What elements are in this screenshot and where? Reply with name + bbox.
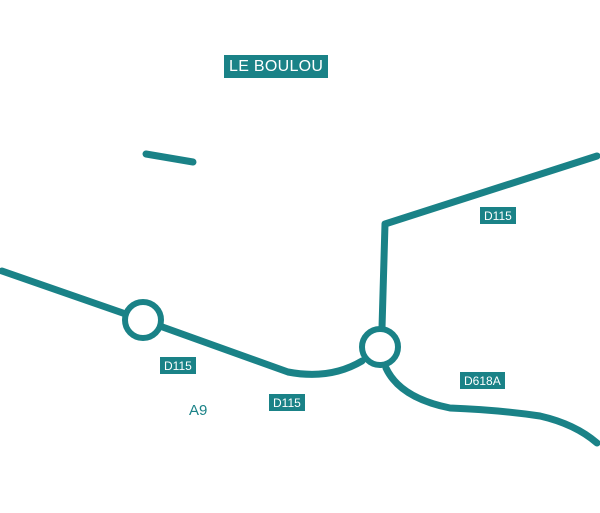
town-label: LE BOULOU bbox=[224, 55, 329, 78]
road-d115-north-east bbox=[378, 152, 600, 332]
road-segment-north-west bbox=[142, 150, 197, 166]
road-label-d115-east: D115 bbox=[480, 207, 516, 224]
road-label-a9: A9 bbox=[189, 402, 208, 419]
road-label-d618a: D618A bbox=[460, 372, 505, 389]
roundabout-east bbox=[359, 326, 401, 368]
road-d618a bbox=[382, 364, 600, 447]
road-label-d115-west: D115 bbox=[160, 357, 196, 374]
roundabout-west bbox=[122, 299, 164, 341]
road-d115-west bbox=[0, 267, 366, 378]
road-label-d115-south: D115 bbox=[269, 394, 305, 411]
